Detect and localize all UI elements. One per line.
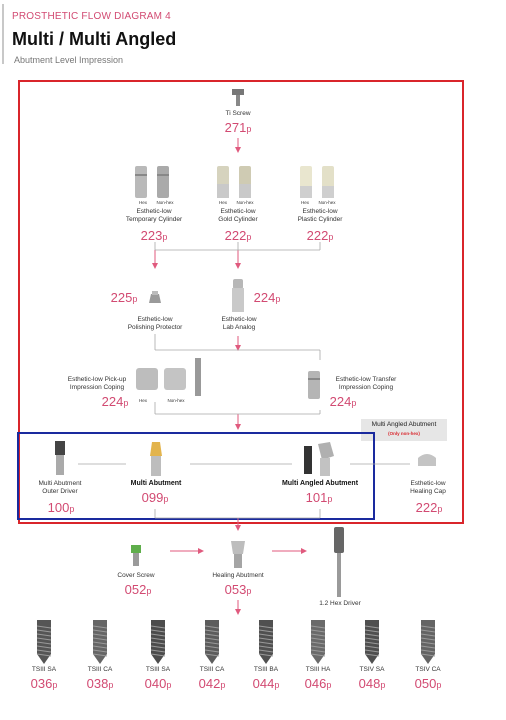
implant-page: 042p <box>198 676 226 691</box>
abutment-group-frame <box>17 432 375 520</box>
hex-driver-icon <box>334 527 344 597</box>
temporary-hex-label: Hex <box>138 200 147 205</box>
temporary-cylinder-icon <box>135 166 169 198</box>
gold-cylinder-icon <box>217 166 251 198</box>
pickup-coping-icon <box>136 358 201 396</box>
cover-screw-label: Cover Screw <box>117 572 155 579</box>
gold-cylinder-page: 222p <box>224 228 252 243</box>
implant-label: TSIII SA <box>145 666 171 673</box>
plastic-nonhex-label: Non-hex <box>318 200 336 205</box>
pickup-nonhex-label: Non-hex <box>167 398 185 403</box>
page-title: Multi / Multi Angled <box>12 29 177 49</box>
angled-note-sub: (Only non-hex) <box>388 431 420 436</box>
polishing-protector-icon <box>149 291 161 303</box>
implant-label: TSIV SA <box>359 666 385 673</box>
ti-screw-page: 271p <box>224 120 252 135</box>
outer-driver-icon <box>55 441 65 475</box>
pickup-coping-page: 224p <box>101 394 129 409</box>
pickup-hex-label: Hex <box>138 398 147 403</box>
ti-screw-label: Ti Screw <box>225 110 251 117</box>
implant-label: TSIV CA <box>415 666 441 673</box>
implant-icon <box>420 620 436 664</box>
polishing-page: 225p <box>110 290 138 305</box>
temporary-nonhex-label: Non-hex <box>156 200 174 205</box>
header-accent-bar <box>2 4 4 64</box>
implant-icon <box>92 620 108 664</box>
transfer-coping-page: 224p <box>329 394 357 409</box>
restoration-group-frame <box>18 80 464 524</box>
angled-note-box <box>361 419 447 441</box>
implant-label: TSIII CA <box>199 666 225 673</box>
implant-page: 036p <box>30 676 58 691</box>
multi-angled-abutment-page: 101p <box>305 490 333 505</box>
implant-icon <box>258 620 274 664</box>
implant-page: 050p <box>414 676 442 691</box>
multi-abutment-page: 099p <box>141 490 169 505</box>
transfer-coping-icon <box>308 371 320 399</box>
implant-icon <box>310 620 326 664</box>
multi-abutment-label: Multi Abutment <box>130 480 182 487</box>
implant-icon <box>204 620 220 664</box>
gold-hex-label: Hex <box>218 200 227 205</box>
gold-nonhex-label: Non-hex <box>236 200 254 205</box>
multi-abutment-icon <box>150 442 162 476</box>
outer-driver-page: 100p <box>47 500 75 515</box>
angled-note-title: Multi Angled Abutment <box>371 421 437 428</box>
lab-analog-icon <box>232 279 244 312</box>
page-subtitle: Abutment Level Impression <box>14 55 124 65</box>
implant-page: 048p <box>358 676 386 691</box>
hex-driver-label: 1.2 Hex Driver <box>319 600 361 607</box>
healing-abutment-icon <box>231 541 245 568</box>
implant-page: 044p <box>252 676 280 691</box>
implant-label: TSIII HA <box>305 666 331 673</box>
temporary-cylinder-page: 223p <box>140 228 168 243</box>
implant-page: 040p <box>144 676 172 691</box>
cover-screw-icon <box>131 545 141 566</box>
implant-icon <box>36 620 52 664</box>
diagram-kicker: PROSTHETIC FLOW DIAGRAM 4 <box>12 11 171 22</box>
healing-abutment-label: Healing Abutment <box>212 572 264 579</box>
cover-screw-page: 052p <box>124 582 152 597</box>
multi-angled-abutment-label: Multi Angled Abutment <box>281 480 359 487</box>
multi-angled-abutment-icon <box>304 442 334 476</box>
plastic-cylinder-icon <box>300 166 334 198</box>
ti-screw-icon <box>232 89 244 106</box>
implant-page: 046p <box>304 676 332 691</box>
healing-cap-page: 222p <box>415 500 443 515</box>
implant-label: TSIII SA <box>31 666 57 673</box>
implant-label: TSIII BA <box>253 666 279 673</box>
healing-abutment-page: 053p <box>224 582 252 597</box>
implant-icon <box>150 620 166 664</box>
plastic-hex-label: Hex <box>300 200 309 205</box>
implant-icon <box>364 620 380 664</box>
implant-page: 038p <box>86 676 114 691</box>
healing-cap-icon <box>418 454 436 466</box>
lab-analog-page: 224p <box>253 290 281 305</box>
plastic-cylinder-page: 222p <box>306 228 334 243</box>
implant-label: TSIII CA <box>87 666 113 673</box>
